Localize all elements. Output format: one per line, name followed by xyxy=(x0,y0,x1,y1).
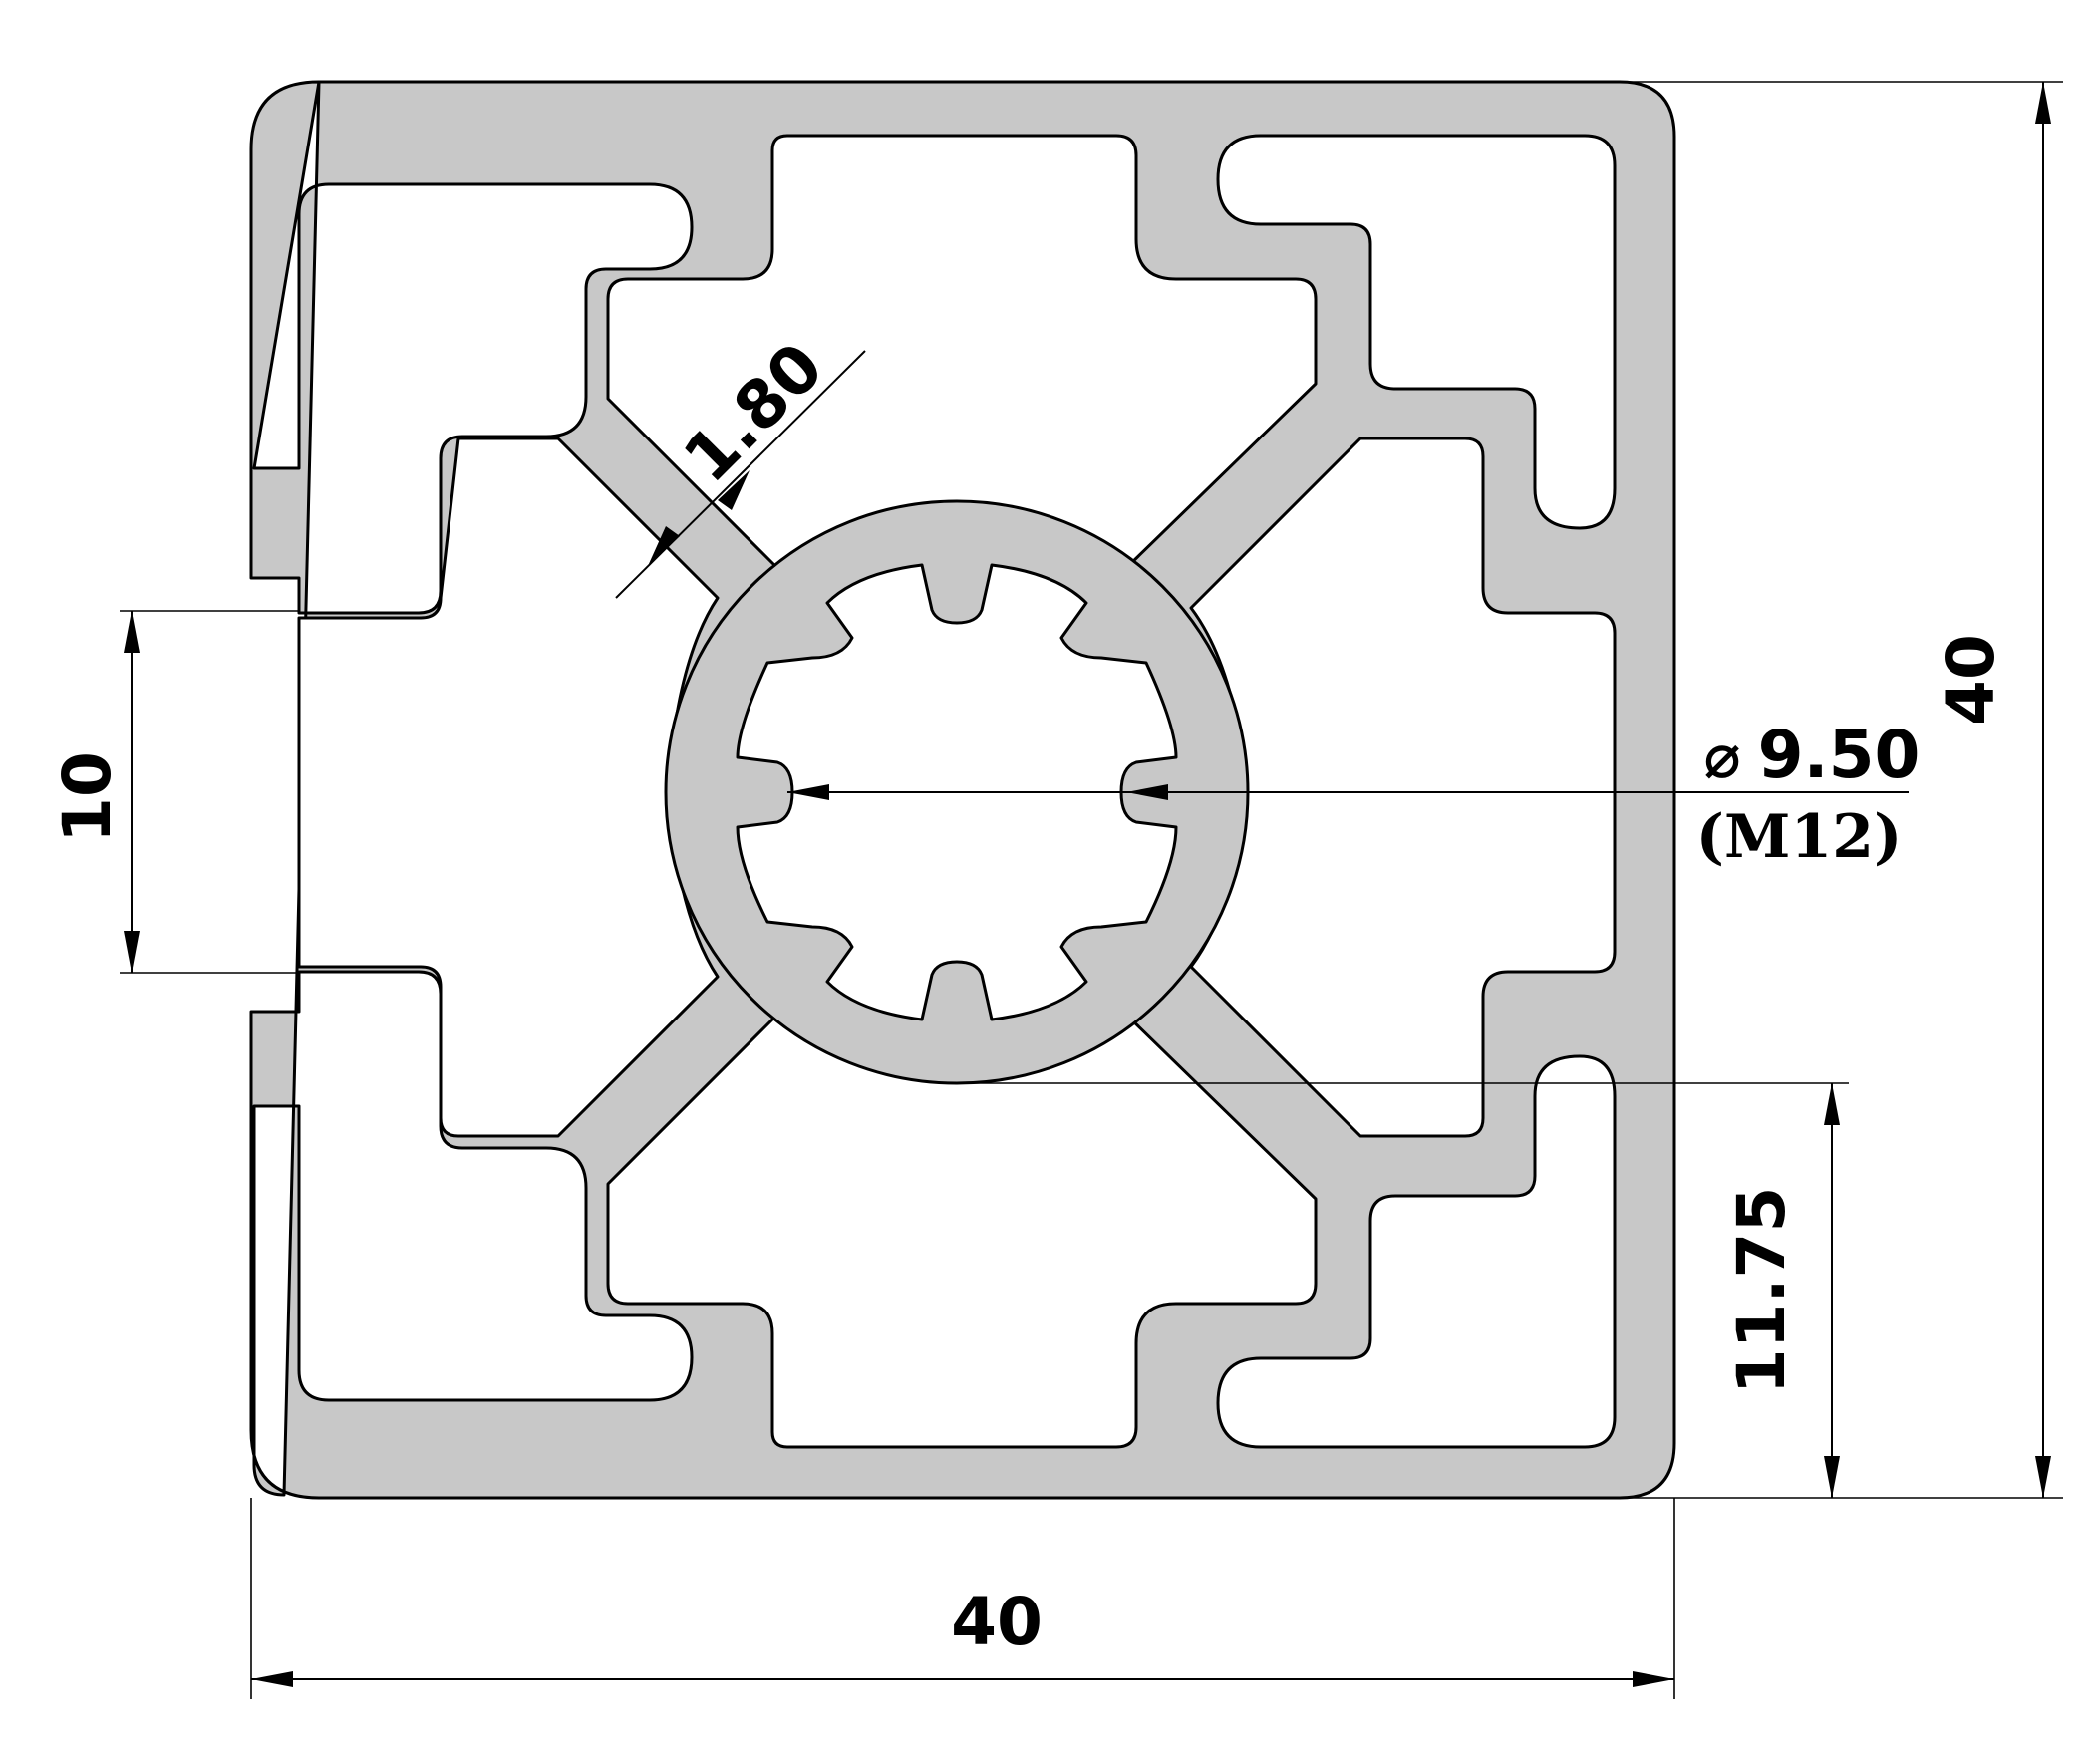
width-arrow-left xyxy=(251,1671,293,1687)
bottom-right-corner-slot xyxy=(1216,1054,1617,1449)
diameter-symbol: ⌀ xyxy=(1703,720,1740,792)
core-offset-arrow-bottom xyxy=(1824,1456,1840,1498)
core-offset-arrow-top xyxy=(1824,1083,1840,1125)
width-label: 40 xyxy=(951,1584,1043,1660)
core-offset-label: 11.75 xyxy=(1723,1187,1800,1395)
width-arrow-right xyxy=(1633,1671,1674,1687)
height-label: 40 xyxy=(1933,634,2009,726)
web-arrow-lower xyxy=(648,526,680,566)
height-arrow-bottom xyxy=(2035,1456,2051,1498)
profile-cross-section xyxy=(249,80,1676,1500)
slot-opening-label: 10 xyxy=(49,751,126,843)
top-right-corner-slot xyxy=(1216,134,1617,530)
core-dia-arrow-right xyxy=(1126,784,1168,800)
web-arrow-upper xyxy=(718,470,750,510)
height-arrow-top xyxy=(2035,82,2051,124)
left-center-slot xyxy=(297,437,720,1138)
slot-arrow-bottom xyxy=(124,931,140,973)
slot-arrow-top xyxy=(124,611,140,653)
core-hole-thread-label: (M12) xyxy=(1696,802,1903,872)
core-dia-arrow-left xyxy=(787,784,829,800)
core-hole-diameter-label: 9.50 xyxy=(1758,717,1921,793)
